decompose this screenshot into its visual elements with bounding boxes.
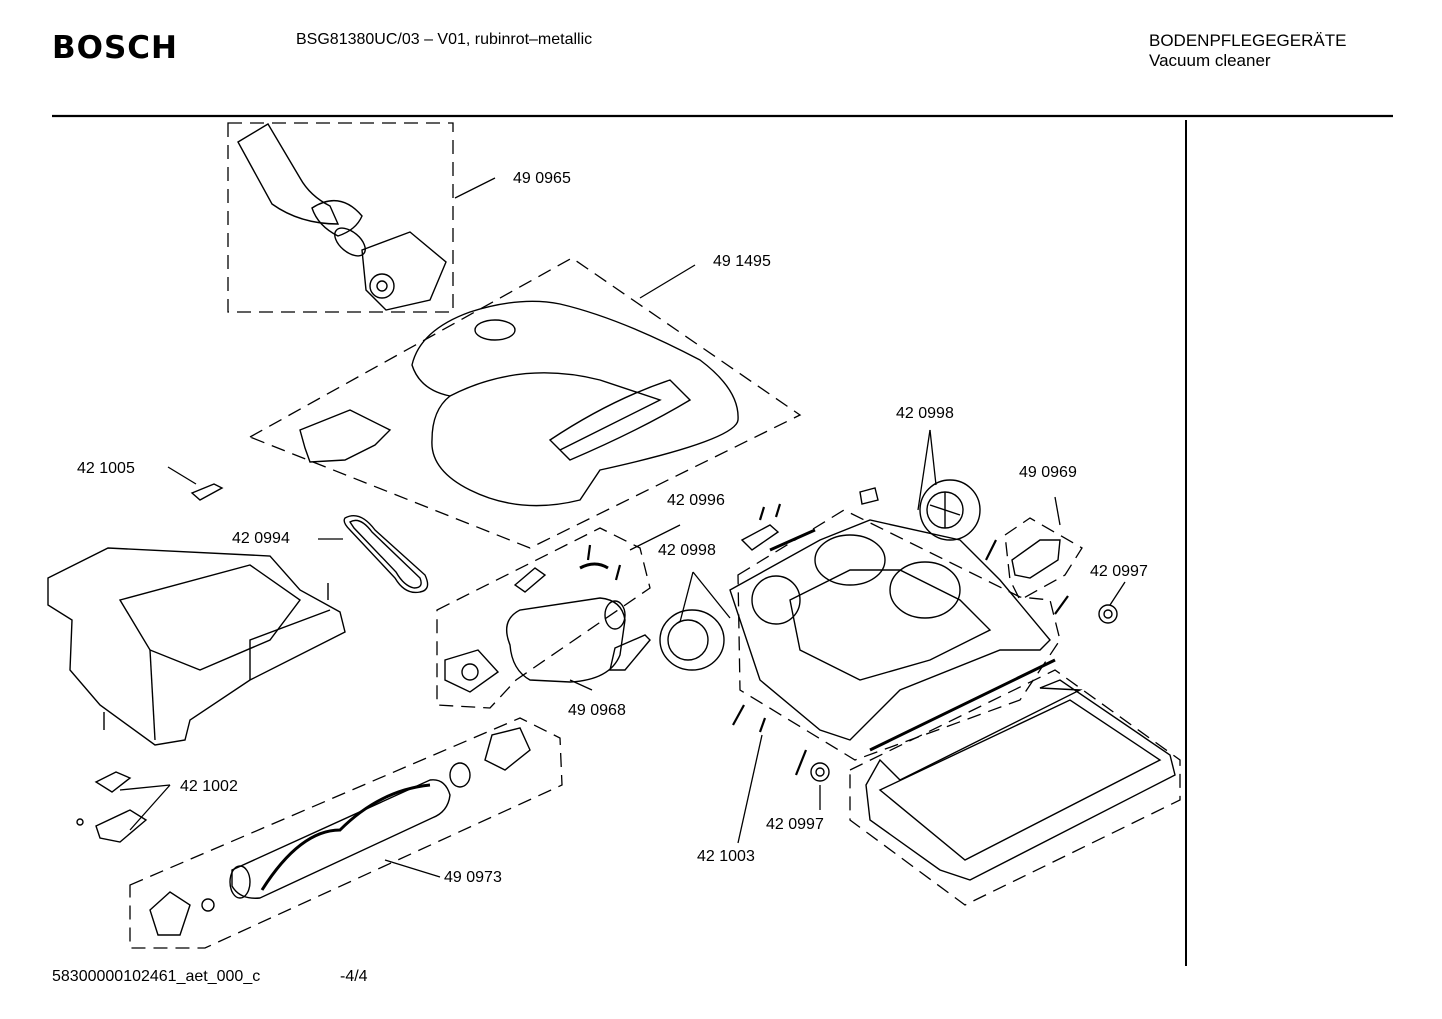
cover-box	[248, 257, 802, 549]
motor-part	[444, 562, 651, 693]
brushroll-box	[129, 717, 563, 949]
clip-box	[1004, 517, 1083, 601]
part-label-nut-lower: 42 0997	[766, 816, 824, 833]
part-label-base-chassis: 42 0996	[667, 492, 725, 509]
base-box	[737, 509, 1061, 761]
lower-housing-part	[47, 547, 346, 746]
group-boxes	[129, 122, 1181, 949]
leader-lines	[119, 177, 1126, 878]
part-label-rear-wheel-right: 42 0998	[896, 405, 954, 422]
rear-wheel-right-part	[919, 479, 981, 541]
drive-belt-part	[343, 515, 429, 594]
part-label-brushroll: 49 0973	[444, 869, 502, 886]
category-block: BODENPFLEGEGERÄTE Vacuum cleaner	[1149, 31, 1346, 71]
brushroll-part	[149, 727, 531, 936]
top-cover-part	[299, 300, 739, 507]
part-label-hose-elbow: 49 0965	[513, 170, 571, 187]
part-label-rear-wheel-left: 42 0998	[658, 542, 716, 559]
small-clip-part	[190, 483, 224, 501]
category-german: BODENPFLEGEGERÄTE	[1149, 31, 1347, 50]
part-label-latch: 49 0969	[1019, 464, 1077, 481]
part-label-motor: 49 0968	[568, 702, 626, 719]
model-designation: BSG81380UC/03 – V01, rubinrot–metallic	[296, 31, 593, 48]
rear-wheel-left-part	[659, 575, 801, 671]
motor-box	[436, 527, 651, 709]
corner-clip-parts	[76, 771, 148, 843]
nut-parts	[810, 604, 1118, 782]
base-chassis-part	[729, 487, 1051, 741]
tray-box	[849, 669, 1181, 906]
category-english: Vacuum cleaner	[1149, 51, 1271, 70]
part-label-screw-pin: 42 1003	[697, 848, 755, 865]
hose-box	[227, 122, 454, 313]
hose-elbow-part	[237, 123, 447, 311]
latch-part	[1011, 539, 1061, 579]
part-label-small-clip: 42 1005	[77, 460, 135, 477]
part-label-nut-right: 42 0997	[1090, 563, 1148, 580]
brand-logo: BOSCH	[52, 30, 179, 66]
document-id: 58300000102461_aet_000_c	[52, 968, 261, 985]
part-label-corner-clip: 42 1002	[180, 778, 238, 795]
part-label-drive-belt: 42 0994	[232, 530, 290, 547]
part-label-top-cover: 49 1495	[713, 253, 771, 270]
dirt-tray-part	[865, 658, 1176, 881]
page-number: -4/4	[340, 968, 368, 985]
screw-parts	[586, 503, 1069, 776]
